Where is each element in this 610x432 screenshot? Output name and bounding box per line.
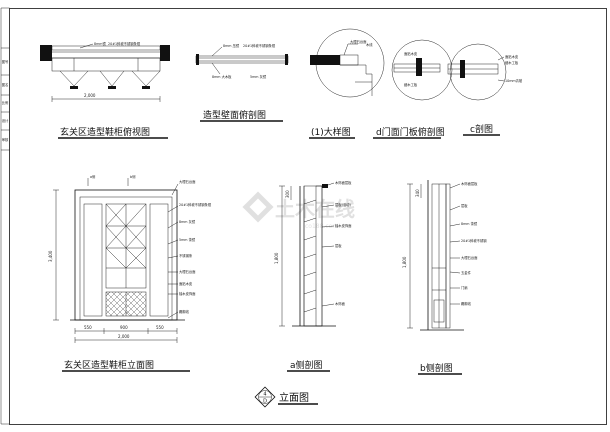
sb-annotation-8: 踢脚线 <box>461 301 472 306</box>
strip-cell-1: 图号 <box>2 59 9 64</box>
sheet-symbol-bottom: D <box>263 399 267 405</box>
sb-annotation-5: 大理石台面 <box>461 255 478 260</box>
section-c-title: c剖图 <box>470 123 493 135</box>
elev-annotation-1: 大理石台面 <box>179 179 196 184</box>
elevation-title: 玄关区造型鞋柜立面图 <box>64 359 154 371</box>
strip-cell-3: 比例 <box>2 100 9 105</box>
section-a-drawing: 1,800 300 木饰面层板 层板(活动) 柚木皮饰面 层板 木饰面 <box>274 180 352 327</box>
sa-annotation-1: 木饰面层板 <box>335 180 352 185</box>
sa-annotation-4: 层板 <box>335 243 342 248</box>
sheet-border <box>9 8 607 425</box>
wall-annotation-2: 20#1斜坡不锈钢条框 <box>243 43 276 48</box>
sb-annotation-1: 木饰面层板 <box>461 181 478 186</box>
elev-annotation-3: 8mm 灰镜 <box>179 219 196 224</box>
elevation-leaders <box>167 183 179 319</box>
wall-plan-section-drawing: 8mm 压镜 20#1斜坡不锈钢条框 8mm 大木板 5mm 灰镜 <box>195 43 289 79</box>
elev-annotation-2: 20#1斜坡不锈钢条框 <box>179 202 212 207</box>
shoe-cabinet-plan-drawing: 2,000 8mm镜 20#1斜坡不锈钢条框 <box>40 41 170 102</box>
sec-a-top-dim: 300 <box>285 190 290 198</box>
sb-annotation-4: 20#1斜坡不锈钢 <box>461 238 487 243</box>
sheet-symbol-top: 4 <box>263 392 266 398</box>
elevation-dim-mid: 900 <box>120 325 128 330</box>
strip-cell-4: 设计 <box>2 118 9 123</box>
elev-annotation-9: 踢脚线 <box>179 309 190 314</box>
elev-annotation-8: 柚木皮饰面 <box>179 291 196 296</box>
plan-width-dimension: 2,000 <box>84 93 96 98</box>
sec-c-annotation-1: 面贴木皮 <box>505 54 519 59</box>
sheet-title: 立面图 <box>279 391 309 404</box>
door-annotation-1: 面贴木皮 <box>404 51 418 56</box>
elev-annotation-7: 面贴木皮 <box>179 281 193 286</box>
elev-annotation-6: 大理石台面 <box>179 269 196 274</box>
left-title-strip: 图号 图名 比例 设计 审核 <box>0 7 10 425</box>
plan-annotation-1: 8mm镜 <box>94 41 107 46</box>
sec-c-annotation-3: 10mm清玻 <box>505 78 523 83</box>
section-b-title: b侧剖图 <box>420 362 453 374</box>
section-c-drawing: 面贴木皮 细木工板 10mm清玻 <box>447 43 523 101</box>
sa-annotation-2: 层板(活动) <box>335 202 351 207</box>
sec-c-annotation-2: 细木工板 <box>505 60 519 65</box>
sec-b-top-dim: 340 <box>415 189 420 197</box>
elevation-drawing: a侧 b侧 3,400 550 900 550 <box>48 174 212 343</box>
elev-annotation-4: 5mm 茶镜 <box>179 237 196 242</box>
section-b-drawing: 1,800 340 木饰面层板 层板 8mm 茶镜 20#1斜坡不锈钢 大理石台… <box>402 180 487 331</box>
plan-annotation-2: 20#1斜坡不锈钢条框 <box>108 41 141 46</box>
door-panel-section-title: d门面门板俯剖图 <box>376 126 445 138</box>
wall-annotation-1: 8mm 压镜 <box>223 43 240 48</box>
wall-annotation-3: 8mm 大木板 <box>212 74 232 79</box>
sb-annotation-6: 五金件 <box>461 270 472 275</box>
sheet-title-block: 4 D 立面图 <box>254 386 318 408</box>
wall-annotation-4: 5mm 灰镜 <box>250 74 267 79</box>
strip-cell-5: 审核 <box>2 137 9 142</box>
strip-cell-2: 图名 <box>2 82 9 87</box>
marker-a-side: a侧 <box>90 174 96 179</box>
elev-annotation-5: 不锈钢条 <box>179 253 193 258</box>
sa-annotation-5: 木饰面 <box>335 301 346 306</box>
section-a-title: a侧剖图 <box>290 359 323 371</box>
door-annotation-2: 细木工板 <box>404 82 418 87</box>
door-panel-section-drawing: 面贴木皮 细木工板 <box>391 39 453 101</box>
detail-annotation-2: 木线 <box>366 42 373 47</box>
sa-annotation-3: 柚木皮饰面 <box>335 223 352 228</box>
elevation-dim-left: 550 <box>84 325 92 330</box>
marker-b-side: b侧 <box>130 174 136 179</box>
wall-plan-section-title: 造型壁面俯剖图 <box>203 109 266 121</box>
elevation-dim-right: 550 <box>156 325 164 330</box>
detail-1-drawing: 大理石台面 木线 <box>310 28 385 98</box>
detail-annotation-1: 大理石台面 <box>350 39 367 44</box>
sb-annotation-7: 门扇 <box>461 285 468 290</box>
sec-a-height-dim: 1,800 <box>274 252 279 264</box>
watermark-sub: co188.com <box>305 223 338 230</box>
sec-b-height-dim: 1,800 <box>402 256 407 268</box>
sb-annotation-2: 层板 <box>461 203 468 208</box>
detail-1-title: (1)大样图 <box>311 126 351 138</box>
elevation-dim-total: 2,000 <box>118 334 130 339</box>
watermark: 土木在线 co188.com <box>242 191 355 230</box>
elevation-height-dimension: 3,400 <box>48 250 53 262</box>
sb-annotation-3: 8mm 茶镜 <box>461 221 478 226</box>
watermark-text: 土木在线 <box>275 197 355 221</box>
shoe-cabinet-plan-title: 玄关区造型鞋柜俯视图 <box>60 126 150 138</box>
